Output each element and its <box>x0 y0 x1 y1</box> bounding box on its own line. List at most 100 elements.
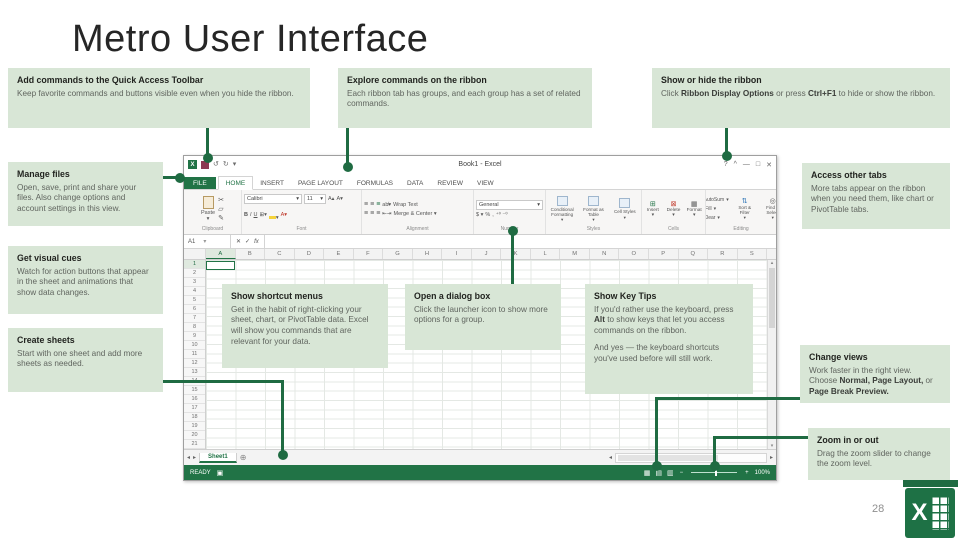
page-layout-view-icon[interactable]: ▤ <box>655 469 662 477</box>
autosum-button[interactable]: ΣAutoSum ▾ <box>706 197 729 203</box>
underline-button[interactable]: U <box>253 212 258 218</box>
new-sheet-icon[interactable]: ⊕ <box>239 453 247 462</box>
row-header[interactable]: 8 <box>184 323 205 332</box>
column-header[interactable]: D <box>295 249 325 259</box>
italic-button[interactable]: I <box>249 212 252 218</box>
fill-button[interactable]: ⇩Fill ▾ <box>706 206 717 212</box>
borders-icon[interactable]: ⊞▾ <box>259 212 267 218</box>
horizontal-scroll-thumb[interactable] <box>617 454 718 461</box>
column-header[interactable]: Q <box>679 249 709 259</box>
column-header[interactable]: P <box>649 249 679 259</box>
sort-filter-button[interactable]: ⇅ Sort & Filter▾ <box>738 197 752 221</box>
wrap-text-button[interactable]: Wrap Text <box>393 201 418 208</box>
tab-view[interactable]: VIEW <box>477 180 494 187</box>
row-header[interactable]: 5 <box>184 296 205 305</box>
tab-formulas[interactable]: FORMULAS <box>356 180 393 187</box>
percent-icon[interactable]: % <box>485 212 491 218</box>
confirm-entry-icon[interactable]: ✓ <box>245 239 251 245</box>
format-cells-button[interactable]: ▦ Format▾ <box>686 200 702 218</box>
align-middle-icon[interactable]: ≡ <box>370 201 375 208</box>
insert-cells-button[interactable]: ⊞ Insert▾ <box>646 200 659 218</box>
column-header[interactable]: I <box>442 249 472 259</box>
tab-review[interactable]: REVIEW <box>437 180 464 187</box>
zoom-in-icon[interactable]: + <box>745 469 749 476</box>
comma-icon[interactable]: , <box>492 212 494 218</box>
row-header[interactable]: 17 <box>184 404 205 413</box>
conditional-formatting-button[interactable]: Conditional Formatting▾ <box>548 195 576 223</box>
cancel-entry-icon[interactable]: ✕ <box>236 239 242 245</box>
row-header[interactable]: 4 <box>184 287 205 296</box>
normal-view-icon[interactable]: ▦ <box>643 469 651 477</box>
column-header[interactable]: L <box>531 249 561 259</box>
redo-icon[interactable]: ↻ <box>222 161 229 168</box>
row-header[interactable]: 12 <box>184 359 205 368</box>
scroll-left-icon[interactable]: ◂ <box>608 455 612 461</box>
row-header[interactable]: 16 <box>184 395 205 404</box>
row-header[interactable]: 18 <box>184 413 205 422</box>
column-header[interactable]: R <box>708 249 738 259</box>
column-header[interactable]: E <box>324 249 354 259</box>
font-size-select[interactable]: 11▾ <box>304 194 326 204</box>
tab-data[interactable]: DATA <box>407 180 424 187</box>
column-header[interactable]: J <box>472 249 502 259</box>
cut-icon[interactable]: ✂ <box>218 196 224 204</box>
row-header[interactable]: 20 <box>184 431 205 440</box>
row-header[interactable]: 13 <box>184 368 205 377</box>
sheet-tab-sheet1[interactable]: Sheet1 <box>199 452 237 463</box>
row-header[interactable]: 15 <box>184 386 205 395</box>
clear-button[interactable]: ◌Clear ▾ <box>706 215 720 221</box>
vertical-scrollbar[interactable]: ▴ ▾ <box>767 260 776 449</box>
row-header[interactable]: 19 <box>184 422 205 431</box>
align-left-icon[interactable]: ≡ <box>364 210 369 217</box>
copy-icon[interactable]: ▱ <box>218 205 224 213</box>
row-header[interactable]: 21 <box>184 440 205 449</box>
tab-file[interactable]: FILE <box>184 177 216 189</box>
number-format-select[interactable]: General▾ <box>476 200 543 210</box>
help-icon[interactable]: ? <box>723 160 728 168</box>
align-bottom-icon[interactable]: ≡ <box>376 201 381 208</box>
horizontal-scrollbar[interactable] <box>614 452 767 463</box>
orientation-icon[interactable]: ab̸▾ <box>382 201 392 208</box>
row-header[interactable]: 2 <box>184 269 205 278</box>
tab-insert[interactable]: INSERT <box>260 180 284 187</box>
font-name-select[interactable]: Calibri▾ <box>244 194 302 204</box>
macro-record-icon[interactable]: ▣ <box>216 469 224 477</box>
scroll-down-icon[interactable]: ▾ <box>770 443 774 449</box>
row-header[interactable]: 9 <box>184 332 205 341</box>
fill-color-icon[interactable]: ▾ <box>268 206 279 224</box>
bold-button[interactable]: B <box>244 212 248 218</box>
paste-button[interactable]: Paste▾ <box>201 196 215 222</box>
tab-page-layout[interactable]: PAGE LAYOUT <box>297 180 343 187</box>
column-header[interactable]: F <box>354 249 384 259</box>
row-header[interactable]: 1 <box>184 260 205 269</box>
merge-center-button[interactable]: Merge & Center ▾ <box>393 210 437 217</box>
minimize-icon[interactable]: — <box>742 160 750 168</box>
delete-cells-button[interactable]: ⊠ Delete▾ <box>666 200 681 218</box>
name-box[interactable]: A1▾ <box>184 235 231 248</box>
font-color-icon[interactable]: A▾ <box>280 212 288 218</box>
restore-icon[interactable]: □ <box>755 160 761 168</box>
column-header[interactable]: S <box>738 249 768 259</box>
zoom-slider[interactable] <box>691 469 738 476</box>
column-header[interactable]: G <box>383 249 413 259</box>
column-header[interactable]: B <box>236 249 266 259</box>
decimal-icons[interactable]: ⁺⁰ ⁻⁰ <box>495 212 508 218</box>
zoom-out-icon[interactable]: − <box>679 469 684 476</box>
column-header[interactable]: M <box>560 249 590 259</box>
vertical-scroll-thumb[interactable] <box>769 268 775 328</box>
format-painter-icon[interactable]: ✎ <box>218 214 224 222</box>
accounting-format-icon[interactable]: $ ▾ <box>476 212 484 218</box>
formula-input[interactable] <box>264 235 776 248</box>
cell-styles-button[interactable]: Cell Styles▾ <box>611 198 639 220</box>
ribbon-display-options-icon[interactable]: ^ <box>733 160 737 168</box>
active-cell-a1[interactable] <box>206 261 235 270</box>
next-sheet-icon[interactable]: ▸ <box>193 455 197 461</box>
grow-font-icon[interactable]: A▴ <box>328 196 335 202</box>
undo-icon[interactable]: ↺ <box>213 161 219 168</box>
column-header[interactable]: A <box>206 249 236 259</box>
tab-home[interactable]: HOME <box>217 176 254 190</box>
qat-customize-icon[interactable]: ▾ <box>232 161 237 168</box>
page-break-view-icon[interactable]: ▥ <box>666 469 674 477</box>
find-select-button[interactable]: ◎ Find & Select▾ <box>766 197 776 221</box>
save-icon[interactable] <box>201 160 209 169</box>
